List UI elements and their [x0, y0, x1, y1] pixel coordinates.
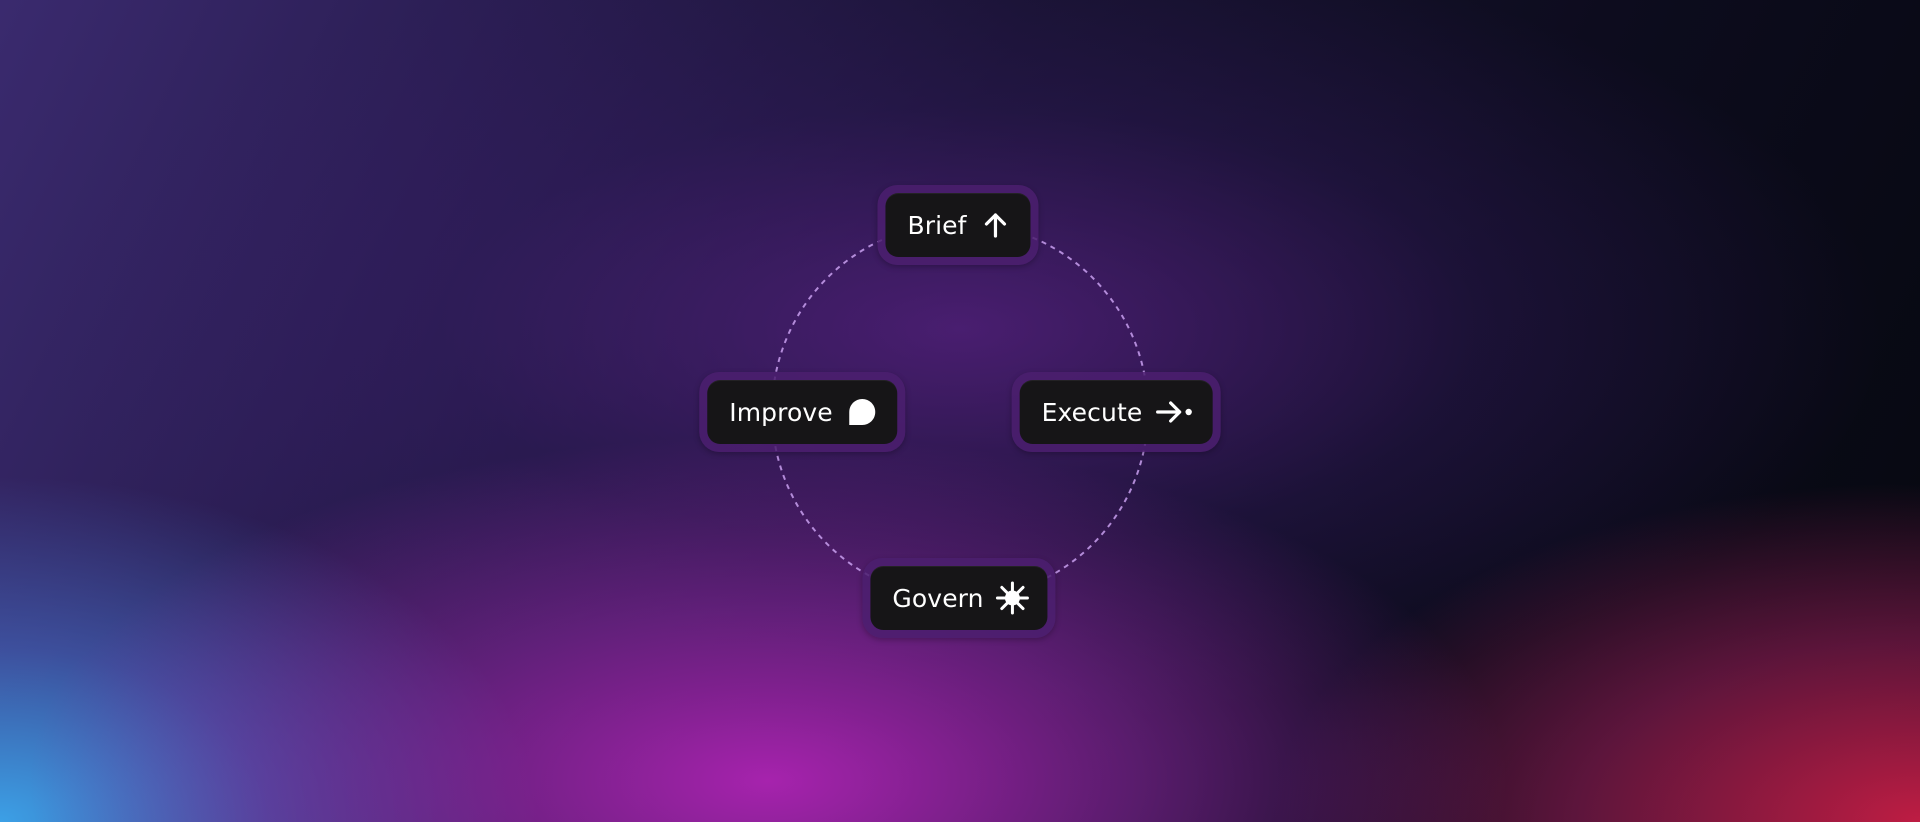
node-improve[interactable]: Improve: [699, 372, 905, 452]
speech-bubble-icon: [845, 395, 879, 429]
arrow-up-icon: [979, 208, 1013, 242]
node-execute-label: Execute: [1041, 397, 1143, 427]
sunburst-icon: [996, 581, 1030, 615]
node-govern-label: Govern: [892, 583, 984, 613]
arrow-right-dot-icon: [1154, 395, 1194, 429]
node-brief-card[interactable]: Brief: [885, 193, 1031, 257]
node-improve-label: Improve: [729, 397, 833, 427]
node-execute-card[interactable]: Execute: [1019, 380, 1213, 444]
node-brief[interactable]: Brief: [877, 185, 1039, 265]
node-execute[interactable]: Execute: [1011, 372, 1221, 452]
node-govern-card[interactable]: Govern: [870, 566, 1048, 630]
node-brief-label: Brief: [907, 210, 967, 240]
node-govern[interactable]: Govern: [862, 558, 1056, 638]
node-improve-card[interactable]: Improve: [707, 380, 897, 444]
